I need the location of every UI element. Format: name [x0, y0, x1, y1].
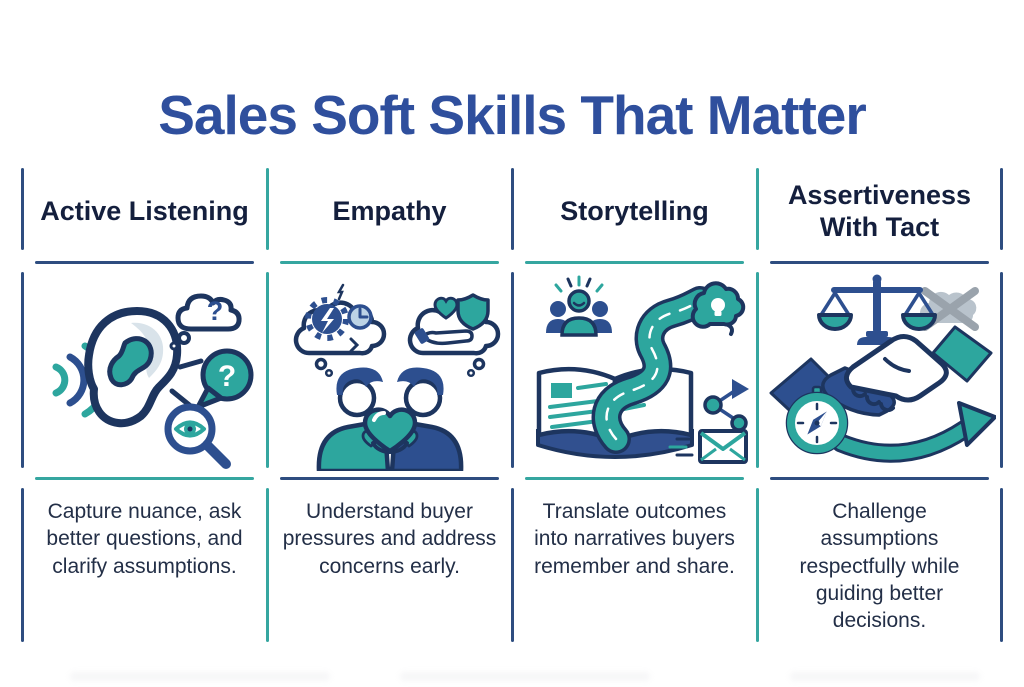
- audience-icon: [545, 275, 612, 337]
- column-header: Assertiveness With Tact: [787, 180, 972, 242]
- header-underline: [770, 261, 989, 264]
- divider-col1-col2: [266, 272, 269, 468]
- divider-col3-col4: [756, 272, 759, 468]
- divider-col1-col2: [266, 168, 269, 250]
- handshake-icon: [769, 325, 992, 423]
- header-underline: [525, 261, 744, 264]
- column-storytelling: Storytelling: [512, 0, 757, 687]
- column-assertiveness: Assertiveness With Tact: [757, 0, 1002, 687]
- care-cloud-icon: [407, 293, 500, 378]
- divider-col3-col4: [756, 168, 759, 250]
- icon-underline: [770, 477, 989, 480]
- column-header: Empathy: [332, 196, 447, 227]
- header-underline: [35, 261, 254, 264]
- divider-col1-col2: [266, 488, 269, 642]
- empathy-icon: [293, 283, 500, 471]
- icon-underline: [525, 477, 744, 480]
- thought-cloud-icon: ?: [169, 293, 242, 351]
- divider-right-edge: [1000, 272, 1003, 468]
- heart-icon: [362, 407, 417, 454]
- column-active-listening: Active Listening ?: [22, 0, 267, 687]
- footer-artifact: [70, 672, 330, 681]
- divider-col2-col3: [511, 168, 514, 250]
- envelope-icon: [668, 429, 748, 464]
- divider-left-edge: [21, 488, 24, 642]
- icon-underline: [280, 477, 499, 480]
- icon-underline: [35, 477, 254, 480]
- scale-icon: [816, 274, 937, 345]
- storytelling-icon: [535, 275, 749, 464]
- question-bubble-icon: ?: [195, 348, 253, 410]
- share-icon: [702, 379, 749, 432]
- story-road: [591, 286, 715, 454]
- column-description: Translate outcomes into narratives buyer…: [534, 500, 735, 578]
- column-empathy: Empathy: [267, 0, 512, 687]
- column-description: Capture nuance, ask better questions, an…: [46, 500, 243, 578]
- header-underline: [280, 261, 499, 264]
- active-listening-icon: ? ?: [52, 293, 253, 469]
- pressure-cloud-icon: [293, 283, 386, 378]
- divider-right-edge: [1000, 168, 1003, 250]
- divider-left-edge: [21, 168, 24, 250]
- assertiveness-with-tact-icon: [769, 274, 996, 463]
- ear-icon: [83, 307, 181, 428]
- brain-idea-icon: [690, 281, 745, 336]
- column-header: Storytelling: [560, 196, 709, 227]
- divider-col2-col3: [511, 272, 514, 468]
- footer-artifact: [790, 672, 980, 681]
- column-header: Active Listening: [40, 196, 249, 227]
- page-title: Sales Soft Skills That Matter: [158, 83, 867, 146]
- compass-icon: [785, 385, 848, 455]
- divider-right-edge: [1000, 488, 1003, 642]
- divider-col3-col4: [756, 488, 759, 642]
- divider-col2-col3: [511, 488, 514, 642]
- column-description: Understand buyer pressures and address c…: [282, 500, 497, 578]
- svg-text:?: ?: [217, 360, 235, 393]
- footer-artifact: [400, 672, 650, 681]
- divider-left-edge: [21, 272, 24, 468]
- column-description: Challenge assumptions respectfully while…: [799, 500, 960, 633]
- magnifier-eye-icon: [164, 403, 231, 469]
- svg-text:?: ?: [206, 296, 223, 326]
- growth-arrow-icon: [831, 401, 996, 463]
